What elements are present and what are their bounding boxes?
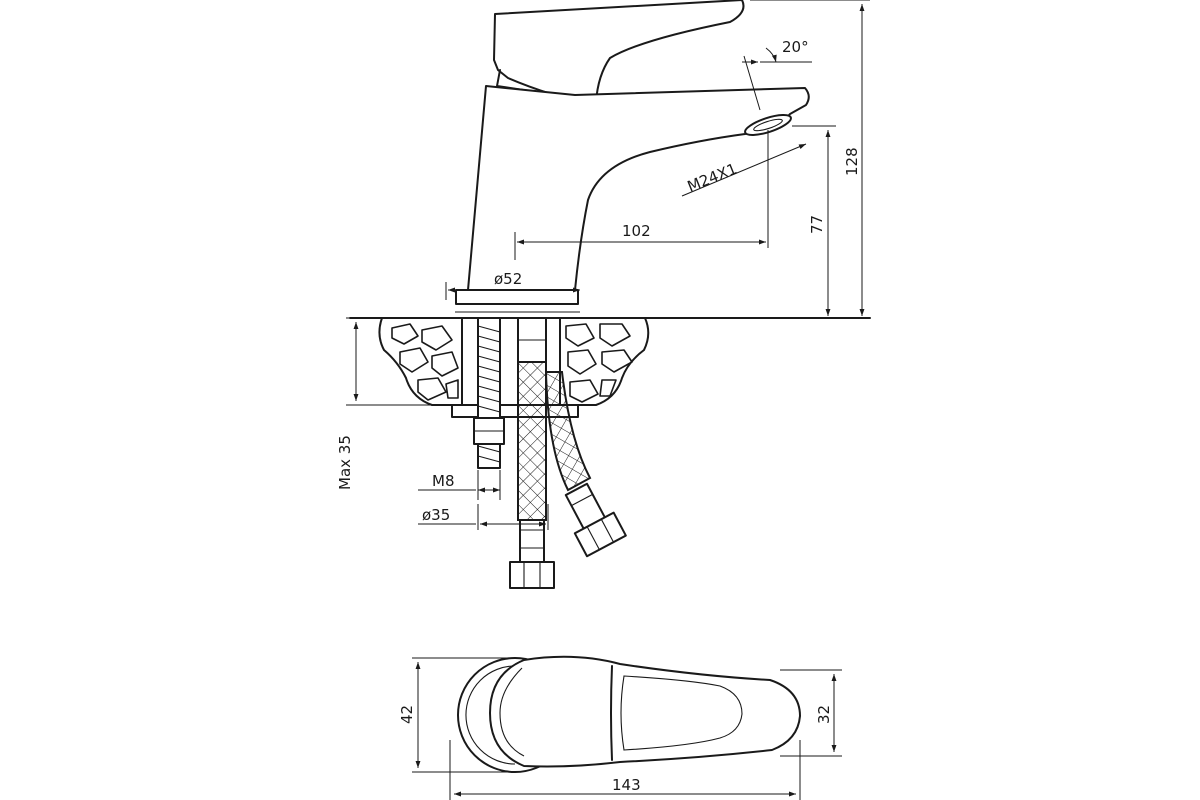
label-angle: 20°	[782, 38, 809, 56]
label-spout-height: 77	[808, 215, 826, 234]
aerator	[744, 114, 792, 136]
label-width-32: 32	[815, 705, 833, 724]
label-max-thickness: Max 35	[336, 435, 354, 490]
label-base-diameter: ø52	[494, 270, 522, 288]
side-dimensions	[346, 0, 870, 530]
label-length: 143	[612, 776, 641, 794]
countertop-section	[378, 317, 650, 418]
top-handle	[489, 655, 801, 768]
top-dimensions	[412, 657, 842, 800]
label-hole-diameter: ø35	[422, 506, 450, 524]
flex-hoses	[509, 317, 627, 589]
hose-nut-1	[509, 561, 555, 589]
base-ring	[455, 289, 579, 305]
lever-handle	[493, 0, 745, 106]
top-labels: 42 32 143	[398, 705, 833, 794]
mounting-stud	[473, 317, 505, 469]
label-reach: 102	[622, 222, 651, 240]
faucet-body	[467, 85, 810, 291]
label-thread: M24X1	[685, 160, 740, 196]
faucet-top-view	[457, 655, 801, 773]
hose-nut-2	[573, 511, 627, 558]
label-stud-thread: M8	[432, 472, 455, 490]
label-total-height: 128	[843, 147, 861, 176]
label-width-42: 42	[398, 705, 416, 724]
